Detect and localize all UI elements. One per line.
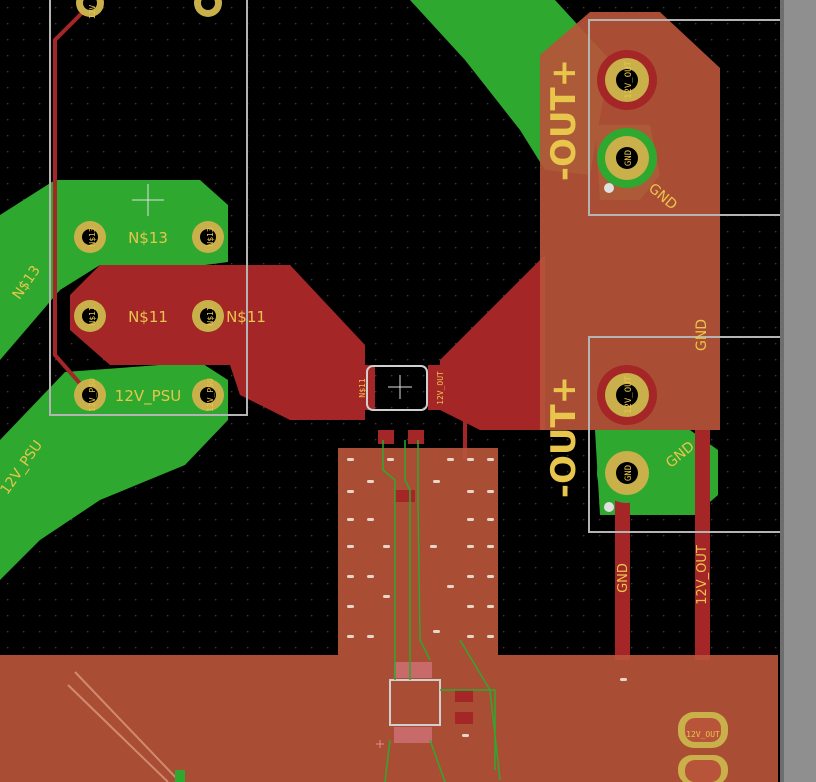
connector-label-out-top: -OUT+ <box>544 59 584 181</box>
pad-label-top-left: 12V <box>88 5 97 20</box>
fuse-component[interactable] <box>350 365 453 444</box>
pad-label-12v-psu-b: 12V_PSU <box>206 378 215 412</box>
connector-pads-bottom-right[interactable] <box>678 712 728 782</box>
fuse-pad-label-right: 12V_OUT <box>436 371 445 405</box>
keepout-line <box>74 671 181 782</box>
via-array <box>347 458 627 737</box>
fuse-pad-label-left: N$11 <box>358 378 367 397</box>
trace-12v-psu-left[interactable] <box>53 3 92 397</box>
component-outline-relay <box>49 0 248 416</box>
pad-group-relay[interactable] <box>74 0 224 411</box>
keepout-line-2 <box>67 684 169 782</box>
pad-label-n11-a: N$11 <box>88 306 97 325</box>
copper-pour-12v-psu[interactable] <box>0 362 228 580</box>
ic-chip-bottom[interactable] <box>389 490 473 743</box>
net-label-12v-psu: 12V_PSU <box>115 387 181 406</box>
vertical-scrollbar[interactable] <box>780 0 816 782</box>
crosshair-icon <box>132 184 412 399</box>
connector-pad-label: 12V_OUT <box>686 730 720 739</box>
net-label-12v-out-trace: 12V_OUT <box>695 545 710 605</box>
small-pad-bottom-left[interactable] <box>175 770 185 782</box>
pad-label-gnd-bottom: GND <box>624 465 634 481</box>
pad-label-gnd-top: GND <box>624 150 634 166</box>
trace-gnd-vertical[interactable] <box>615 500 630 660</box>
pad-group-output-connectors[interactable] <box>597 50 657 512</box>
copper-pour-output-block[interactable] <box>540 12 720 430</box>
vertical-scrollbar-track-edge <box>780 0 784 782</box>
net-label-gnd-mid: GND <box>694 319 710 351</box>
net-label-n11-right: N$11 <box>226 308 266 326</box>
connector-label-out-bottom: -OUT+ <box>544 376 584 498</box>
trace-12v-out-vertical[interactable] <box>695 430 710 660</box>
net-label-n11-left: N$11 <box>128 308 168 326</box>
net-label-n13: N$13 <box>128 229 168 247</box>
pad-label-n13-a: N$13 <box>88 227 97 246</box>
signal-traces-green[interactable] <box>382 440 501 782</box>
copper-pour-n11[interactable] <box>70 265 365 420</box>
pad-label-n13-b: N$13 <box>206 227 215 246</box>
copper-pour-12v-out-diagonal[interactable] <box>440 255 545 430</box>
pad-label-12v-out-top: 12V_OUT <box>624 60 634 99</box>
pad-label-12v-psu-a: 12V_PSU <box>88 378 97 412</box>
pad-label-n11-b: N$11 <box>206 306 215 325</box>
net-label-gnd-trace: GND <box>616 563 631 593</box>
origin-marker-icon <box>376 740 384 748</box>
pad-label-12v-out-bottom: 12V_OUT <box>624 375 634 414</box>
